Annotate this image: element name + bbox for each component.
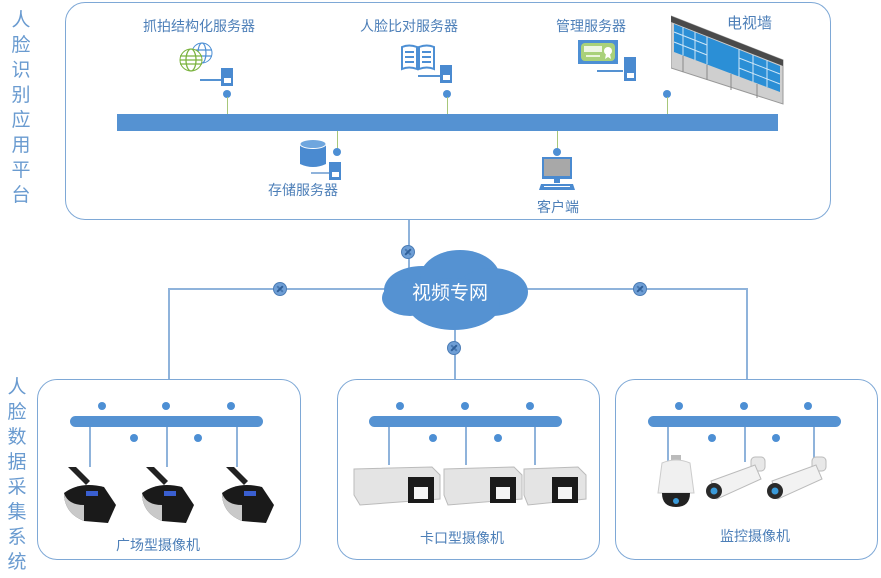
server-link-line [200,79,222,81]
router-icon[interactable] [273,282,287,296]
bus-node [494,434,502,442]
bus-node [804,402,812,410]
globe-server-icon[interactable] [178,40,222,80]
router-icon[interactable] [401,245,415,259]
client-label: 客户端 [537,200,579,216]
dome-camera-icon[interactable] [656,455,696,514]
camera-drop-line [465,427,467,465]
bus-node [227,402,235,410]
bus-node [98,402,106,410]
network-link-left-drop [168,288,170,380]
checkpoint-camera-label: 卡口型摄像机 [420,531,504,547]
collection-title: 人脸数据采集系统 [7,376,27,573]
bus-connector [337,131,338,151]
bus-node [526,402,534,410]
bus-node [443,90,451,98]
bus-node [396,402,404,410]
bus-node [429,434,437,442]
platform-bus [117,114,778,131]
bus-node [162,402,170,410]
bullet-camera-icon[interactable] [703,455,769,509]
checkpoint-camera-icon[interactable] [352,465,444,513]
camera-drop-line [813,427,815,462]
bus-node [708,434,716,442]
network-link-right [500,288,746,290]
server-tower-icon [329,162,341,180]
router-icon[interactable] [633,282,647,296]
server-link-line [311,172,330,174]
square-camera-icon[interactable] [138,465,198,529]
bus-connector [447,97,448,114]
checkpoint-camera-icon[interactable] [522,465,588,513]
router-icon[interactable] [447,341,461,355]
bus-node [772,434,780,442]
face-compare-server-label: 人脸比对服务器 [360,19,458,35]
network-label: 视频专网 [412,282,489,304]
bus-node [130,434,138,442]
checkpoint-camera-icon[interactable] [442,465,524,513]
group-bus [648,416,841,427]
server-link-line [597,70,623,72]
camera-drop-line [534,427,536,465]
square-camera-icon[interactable] [60,465,120,529]
bus-node [194,434,202,442]
camera-drop-line [166,427,168,467]
bus-connector [227,97,228,114]
capture-server-label: 抓拍结构化服务器 [143,19,255,35]
bus-node [333,148,341,156]
video-wall-label: 电视墙 [727,14,773,32]
bullet-camera-icon[interactable] [764,455,830,509]
bus-node [553,148,561,156]
server-link-line [418,75,440,77]
bus-node [740,402,748,410]
storage-server-label: 存储服务器 [268,183,338,199]
server-tower-icon [624,57,636,81]
video-wall-icon[interactable] [670,12,785,110]
cloud-icon[interactable] [380,248,530,336]
camera-drop-line [388,427,390,465]
square-camera-label: 广场型摄像机 [116,538,200,554]
bus-node [675,402,683,410]
database-server-icon[interactable] [299,139,327,173]
bus-node [461,402,469,410]
platform-title: 人脸识别应用平台 [11,9,31,206]
server-tower-icon [440,65,452,83]
group-bus [70,416,263,427]
camera-drop-line [89,427,91,467]
server-tower-icon [221,68,233,86]
camera-drop-line [236,427,238,467]
camera-drop-line [744,427,746,462]
bus-node [223,90,231,98]
computer-icon[interactable] [539,157,575,195]
camera-drop-line [667,427,669,465]
camera-group-panel-square [37,379,301,560]
square-camera-icon[interactable] [218,465,278,529]
surveillance-camera-label: 监控摄像机 [720,529,790,545]
bus-connector [667,97,668,114]
management-server-label: 管理服务器 [556,19,626,35]
network-link-right-drop [746,288,748,380]
book-server-icon[interactable] [400,43,436,75]
bus-node [663,90,671,98]
bus-connector [557,131,558,151]
group-bus [369,416,562,427]
certificate-server-icon[interactable] [578,40,618,68]
